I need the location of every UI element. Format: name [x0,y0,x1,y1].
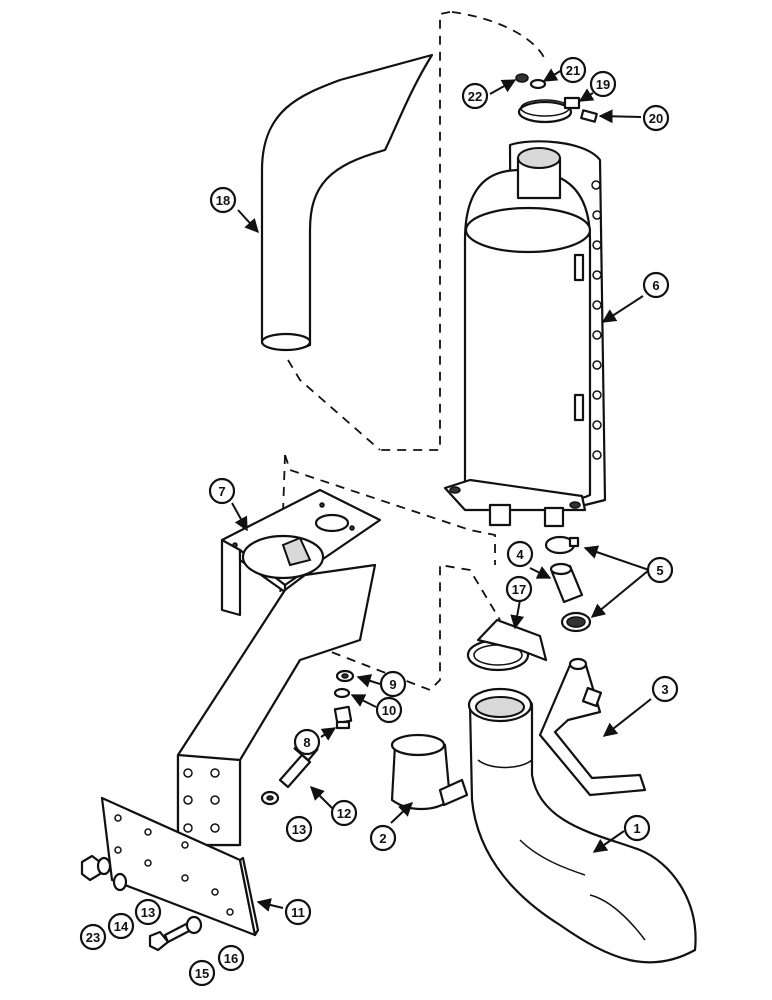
svg-text:17: 17 [512,582,526,597]
callout-7: 7 [208,477,236,505]
washer-13-b [112,872,128,892]
svg-text:6: 6 [652,278,659,293]
hose-clamp-5-lower [560,611,592,633]
upper-elbow-pipe-18 [260,53,434,352]
callout-11: 11 [284,898,312,926]
hose-4 [549,562,584,604]
backing-plate-11 [100,796,260,937]
svg-text:10: 10 [382,703,396,718]
washer-21 [529,78,547,90]
callout-20: 20 [642,104,670,132]
svg-text:14: 14 [114,919,129,934]
svg-text:18: 18 [216,193,230,208]
top-clamp-19 [517,96,581,124]
callout-15: 15 [188,959,216,987]
svg-text:13: 13 [292,822,306,837]
svg-text:11: 11 [291,905,305,920]
callout-21: 21 [559,56,587,84]
bolt-8 [333,705,353,730]
callout-22: 22 [461,82,489,110]
svg-text:9: 9 [389,677,396,692]
nut-22 [515,73,529,83]
muffler-6 [443,140,607,528]
callout-2: 2 [369,824,397,852]
svg-text:12: 12 [337,806,351,821]
svg-text:15: 15 [195,966,209,981]
svg-text:2: 2 [379,831,386,846]
svg-text:16: 16 [224,951,238,966]
callout-17: 17 [505,575,533,603]
svg-text:19: 19 [596,77,610,92]
callout-19: 19 [589,70,617,98]
svg-text:5: 5 [656,563,663,578]
svg-text:3: 3 [661,682,668,697]
washer-14 [96,856,112,876]
clamp-2 [390,733,469,810]
lower-tail-pipe-1 [467,687,697,964]
nut-23 [80,854,102,882]
washer-10 [333,687,351,699]
callout-14: 14 [107,912,135,940]
callout-1: 1 [623,814,651,842]
callout-3: 3 [651,675,679,703]
svg-text:21: 21 [566,63,580,78]
callout-6: 6 [642,271,670,299]
callout-16: 16 [217,944,245,972]
assembly-dashed-lines [279,11,546,692]
callout-13-b: 13 [134,898,162,926]
nut-9 [335,669,355,683]
svg-text:1: 1 [633,821,640,836]
leader-lines [231,68,652,912]
callout-12: 12 [330,799,358,827]
callout-13: 13 [285,815,313,843]
breather-tube-3 [538,657,647,797]
callout-4: 4 [506,540,534,568]
saddle-clamp-17 [466,618,548,672]
svg-text:22: 22 [468,89,482,104]
svg-text:8: 8 [303,735,310,750]
svg-text:20: 20 [649,111,663,126]
callout-10: 10 [375,696,403,724]
callout-5: 5 [646,556,674,584]
bolt-20 [580,109,598,123]
svg-text:4: 4 [516,547,524,562]
callout-8: 8 [293,728,321,756]
hose-clamp-5-upper [544,535,580,555]
svg-text:23: 23 [86,930,100,945]
callout-23: 23 [79,923,107,951]
callout-18: 18 [209,186,237,214]
washer-16 [185,915,203,935]
svg-text:13: 13 [141,905,155,920]
svg-text:7: 7 [218,484,225,499]
callout-9: 9 [379,670,407,698]
washer-13 [260,790,280,806]
